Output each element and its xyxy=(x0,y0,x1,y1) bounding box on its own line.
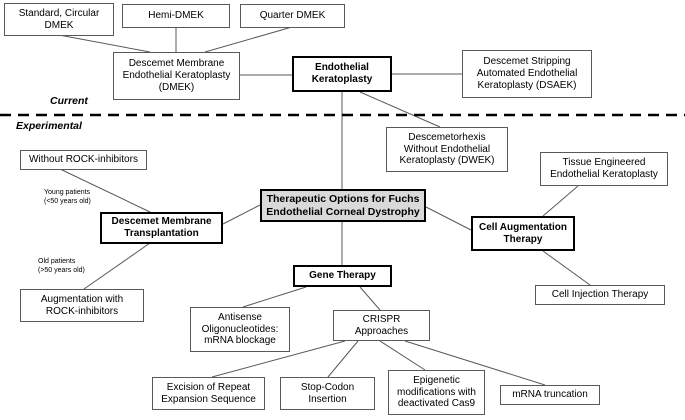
edge-label-young-patients: Young patients(<50 years old) xyxy=(44,189,91,205)
node-cell-injection-therapy[interactable]: Cell Injection Therapy xyxy=(535,285,665,305)
edge-label-old-patients: Old patients(>50 years old) xyxy=(38,258,85,274)
node-quarter-dmek[interactable]: Quarter DMEK xyxy=(240,4,345,28)
node-gene-therapy[interactable]: Gene Therapy xyxy=(293,265,392,287)
divider-label-experimental: Experimental xyxy=(16,120,82,132)
node-without-rock-inhibitors[interactable]: Without ROCK-inhibitors xyxy=(20,150,147,170)
node-hemi-dmek[interactable]: Hemi-DMEK xyxy=(122,4,230,28)
node-label: Quarter DMEK xyxy=(259,10,326,22)
node-label: mRNA truncation xyxy=(512,389,588,401)
node-label: Gene Therapy xyxy=(309,270,376,282)
divider-label-current: Current xyxy=(50,95,88,107)
node-label: Without ROCK-inhibitors xyxy=(29,154,138,166)
node-label: Cell Injection Therapy xyxy=(551,289,649,301)
node-label: Hemi-DMEK xyxy=(148,10,204,22)
node-mrna-truncation[interactable]: mRNA truncation xyxy=(500,385,600,405)
